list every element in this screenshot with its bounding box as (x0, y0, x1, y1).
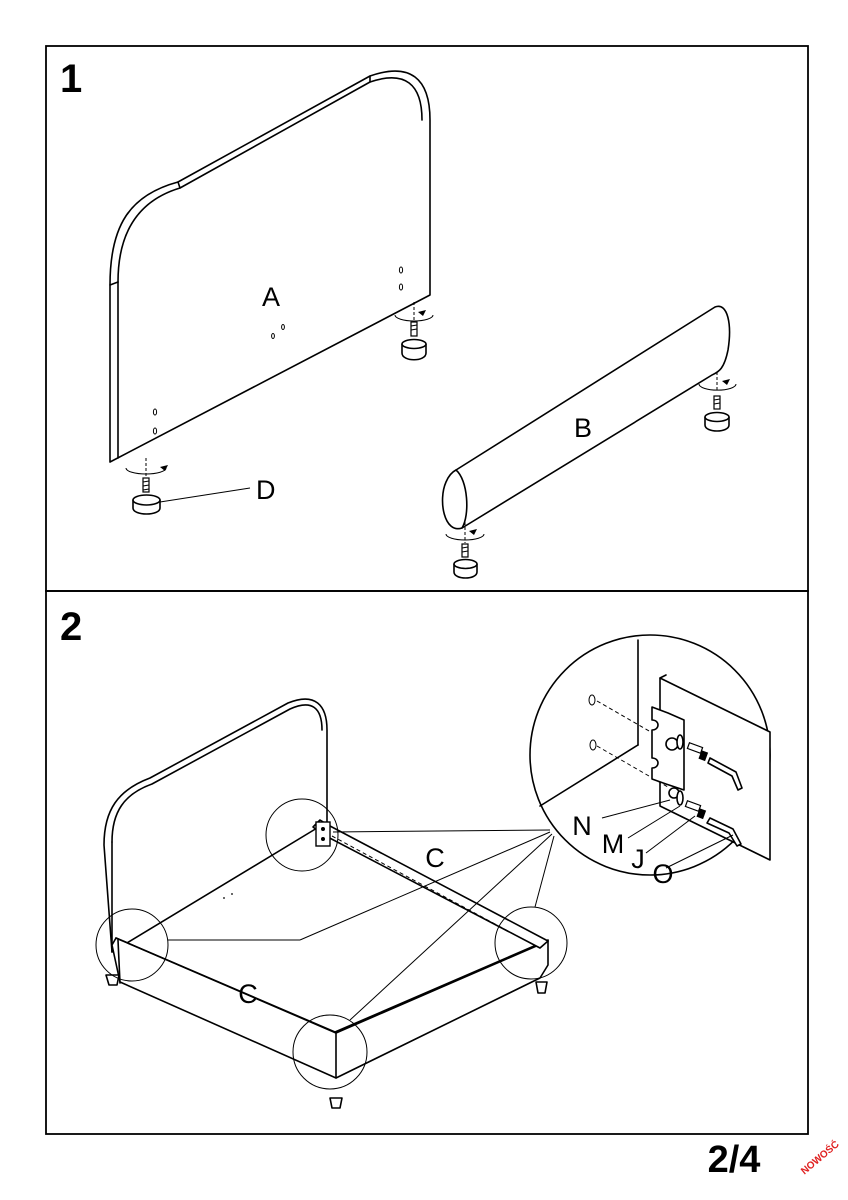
label-front-rail-c: C (238, 979, 258, 1009)
label-bolt-j: J (631, 844, 645, 874)
label-headboard-a: A (262, 282, 280, 312)
label-key-o: O (652, 859, 673, 889)
washer-m (676, 734, 684, 750)
bed-frame (103, 698, 549, 1109)
detail-circle-front-left (95, 908, 169, 982)
new-badge: NOWOŚĆ (798, 1138, 842, 1178)
label-footboard-b: B (574, 413, 592, 443)
screw-icon (461, 543, 469, 558)
foot-d-front-left (125, 458, 168, 515)
screw-icon (684, 742, 709, 820)
step-2-number: 2 (60, 605, 82, 649)
foot-d-back-right (394, 302, 434, 361)
label-washer-m: M (602, 829, 625, 859)
foot-d-footboard-left (445, 522, 485, 579)
magnified-detail (529, 634, 771, 876)
rotation-arrow-icon (394, 314, 434, 322)
detail-leader-lines (168, 829, 555, 1021)
page-number: 2/4 (708, 1139, 761, 1181)
label-plate-n: N (572, 811, 592, 841)
step-1-number: 1 (60, 57, 82, 101)
label-side-rail-c: C (425, 843, 445, 873)
detail-circle-back-right (494, 906, 568, 980)
rotation-arrow-icon (698, 383, 737, 391)
foot-d-leader (159, 487, 251, 503)
footboard-b (441, 305, 731, 530)
headboard-a (109, 70, 431, 463)
step-2-panel: 2 (45, 590, 809, 1135)
step-1-panel: 1 (45, 45, 809, 592)
allen-key-icon (706, 757, 743, 847)
detail-circle-headboard (265, 798, 339, 872)
label-foot-d: D (256, 475, 276, 505)
foot-d-footboard-right (698, 372, 737, 432)
screw-icon (713, 395, 721, 410)
detail-circle-front-right (292, 1014, 368, 1090)
